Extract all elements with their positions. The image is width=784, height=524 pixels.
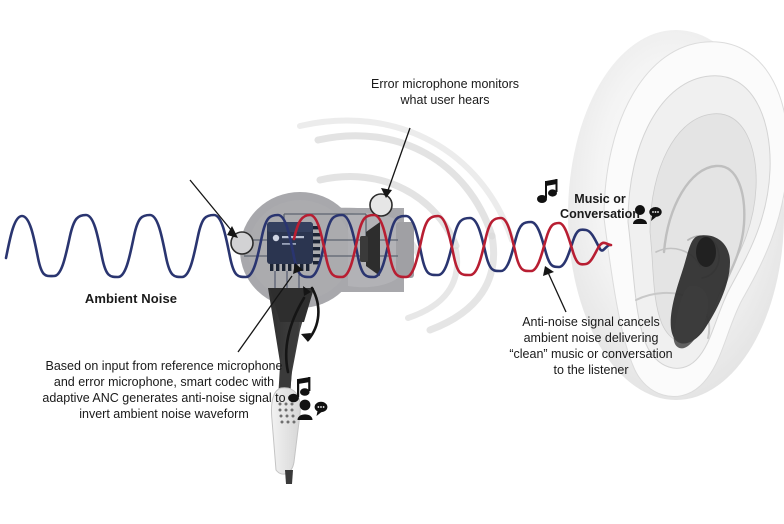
person-speech-bubble-icon xyxy=(633,205,662,224)
earbud-body xyxy=(230,192,414,308)
earbud-cable xyxy=(268,286,320,484)
leader-arrowheads xyxy=(227,188,554,276)
waveform-group xyxy=(4,213,708,279)
music-note-icon xyxy=(537,179,558,203)
anti-noise-wave xyxy=(292,213,613,279)
callout-smart-codec: Based on input from reference microphone… xyxy=(42,359,286,421)
music-note-icon xyxy=(288,377,311,403)
leader-lines xyxy=(189,127,567,353)
speaker-driver-icon xyxy=(360,222,380,276)
callout-error-microphone: Error microphone monitors what user hear… xyxy=(371,77,519,107)
error-microphone-circle xyxy=(369,193,393,217)
signal-flow-arrow xyxy=(284,286,320,374)
label-music-or-conversation: Music or Conversation xyxy=(560,192,640,221)
label-ambient-noise: Ambient Noise xyxy=(84,291,178,306)
person-speech-bubble-icon xyxy=(297,399,328,420)
callout-anti-noise: Anti-noise signal cancels ambient noise … xyxy=(509,315,673,377)
speaker-grille-dots xyxy=(278,402,296,424)
ambient-noise-wave xyxy=(4,213,612,279)
human-ear-illustration xyxy=(568,30,784,400)
